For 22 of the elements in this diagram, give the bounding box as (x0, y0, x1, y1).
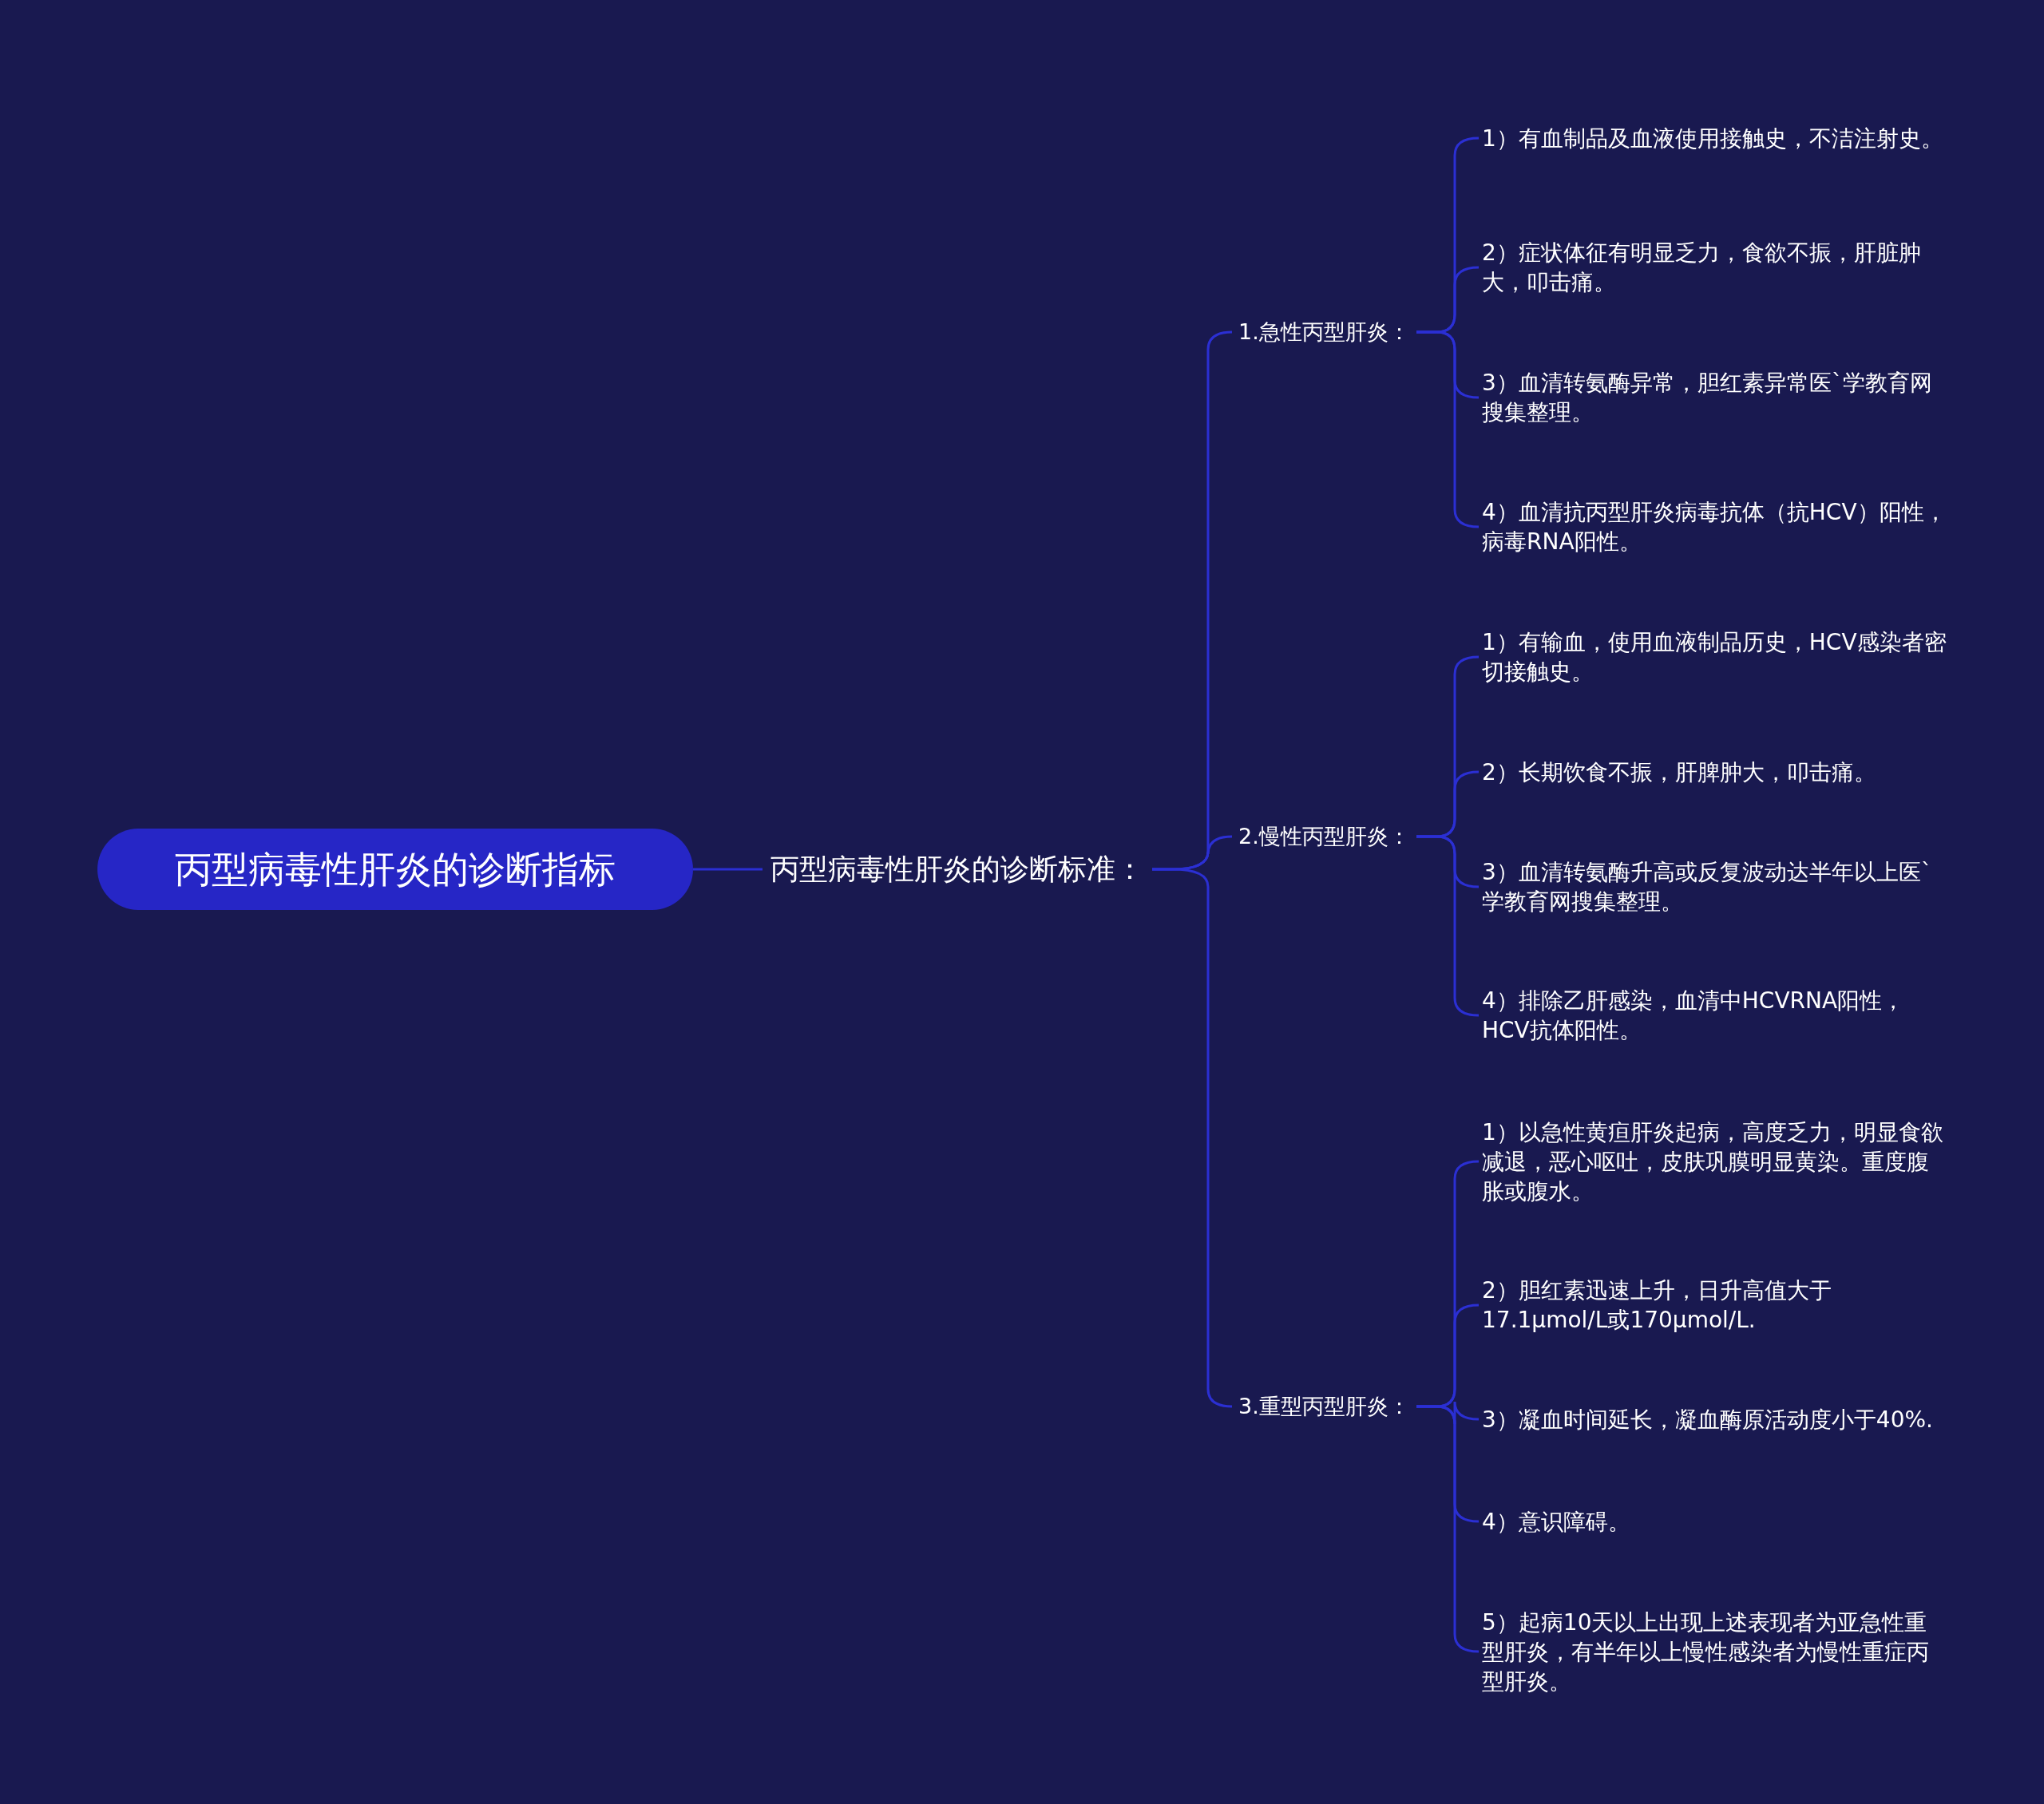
branch-label: 2.慢性丙型肝炎： (1232, 819, 1416, 854)
leaf-text: 3）血清转氨酶升高或反复波动达半年以上医`学教育网搜集整理。 (1479, 854, 1950, 920)
connector-line (1416, 835, 1480, 1017)
leaf-text: 4）血清抗丙型肝炎病毒抗体（抗HCV）阳性，病毒RNA阳性。 (1479, 494, 1950, 560)
leaf-text: 1）有输血，使用血液制品历史，HCV感染者密切接触史。 (1479, 624, 1950, 690)
leaf-text: 4）排除乙肝感染，血清中HCVRNA阳性，HCV抗体阳性。 (1479, 983, 1950, 1048)
leaf-text: 3）血清转氨酶异常，胆红素异常医`学教育网搜集整理。 (1479, 365, 1950, 430)
leaf-text: 4）意识障碍。 (1479, 1503, 1950, 1540)
title-pill: 丙型病毒性肝炎的诊断指标 (97, 829, 693, 910)
connector-line (693, 868, 763, 871)
leaf-text: 5）起病10天以上出现上述表现者为亚急性重型肝炎，有半年以上慢性感染者为慢性重症丙型肝炎。 (1479, 1604, 1950, 1699)
connector-line (1416, 330, 1480, 528)
connector-line (1416, 1405, 1480, 1653)
branch-label: 1.急性丙型肝炎： (1232, 315, 1416, 350)
leaf-text: 1）以急性黄疸肝炎起病，高度乏力，明显食欲减退，恶心呕吐，皮肤巩膜明显黄染。重度腹胀或腹水。 (1479, 1114, 1950, 1209)
branch-label: 丙型病毒性肝炎的诊断标准： (763, 848, 1152, 891)
leaf-text: 1）有血制品及血液使用接触史，不洁注射史。 (1479, 120, 1950, 156)
leaf-text: 2）症状体征有明显乏力，食欲不振，肝脏肿大，叩击痛。 (1479, 235, 1950, 300)
branch-label: 3.重型丙型肝炎： (1232, 1389, 1416, 1424)
leaf-text: 2）长期饮食不振，肝脾肿大，叩击痛。 (1479, 754, 1950, 790)
leaf-text: 3）凝血时间延长，凝血酶原活动度小于40%. (1479, 1401, 1950, 1438)
leaf-text: 2）胆红素迅速上升，日升高值大于17.1μmol/L或170μmol/L. (1479, 1272, 1950, 1338)
